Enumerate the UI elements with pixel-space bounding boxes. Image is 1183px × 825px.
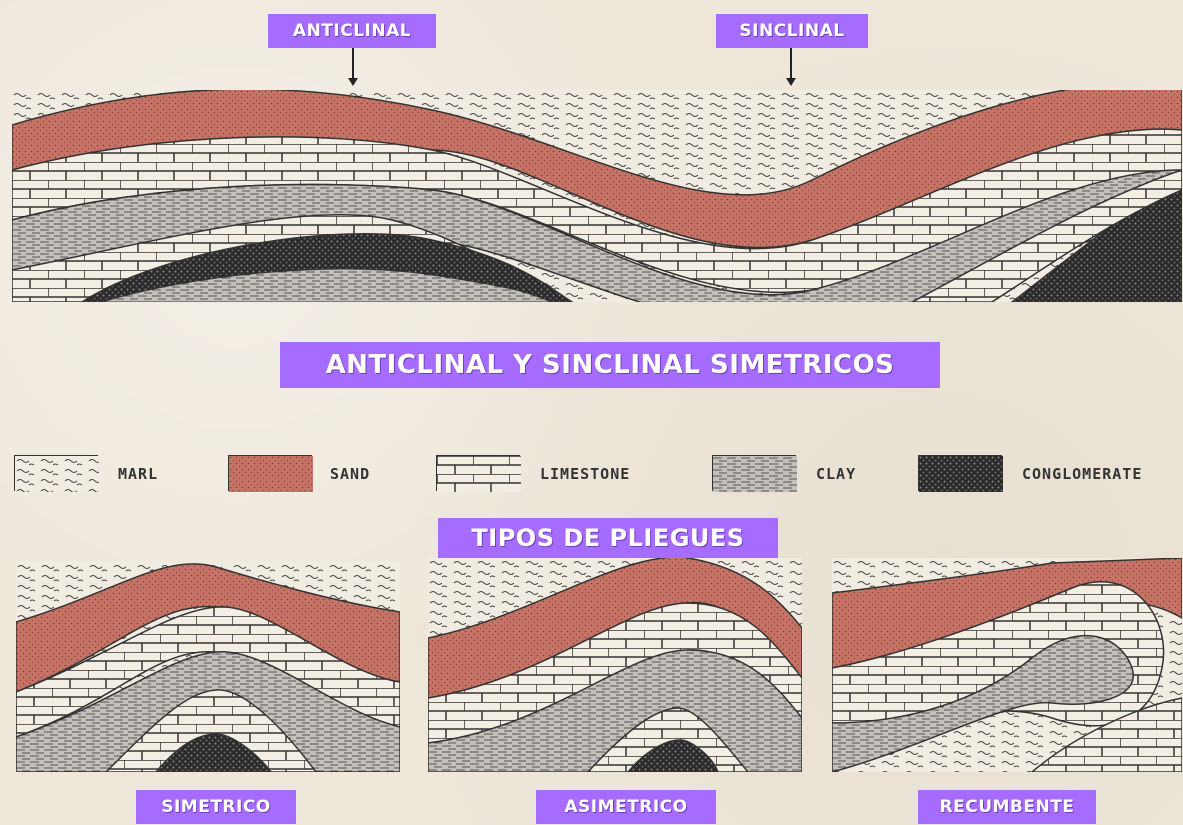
recumbent-fold-diagram bbox=[832, 558, 1182, 772]
marl-swatch bbox=[14, 455, 98, 491]
asymmetric-label: ASIMETRICO bbox=[536, 790, 716, 824]
syncline-arrow bbox=[790, 48, 792, 80]
anticline-label: ANTICLINAL bbox=[268, 14, 436, 48]
limestone-swatch bbox=[436, 455, 520, 491]
sand-swatch bbox=[228, 455, 312, 491]
legend-label-marl: MARL bbox=[118, 465, 158, 483]
conglomerate-swatch bbox=[918, 455, 1002, 491]
asymmetric-fold-diagram bbox=[428, 558, 802, 772]
main-title: ANTICLINAL Y SINCLINAL SIMETRICOS bbox=[280, 342, 940, 388]
fold-types-title: TIPOS DE PLIEGUES bbox=[438, 518, 778, 558]
anticline-arrow bbox=[352, 48, 354, 80]
legend-label-sand: SAND bbox=[330, 465, 370, 483]
clay-swatch bbox=[712, 455, 796, 491]
legend-label-limestone: LIMESTONE bbox=[540, 465, 630, 483]
anticline-syncline-cross-section bbox=[12, 90, 1182, 302]
symmetric-fold-diagram bbox=[16, 562, 400, 772]
legend-label-conglomerate: CONGLOMERATE bbox=[1022, 465, 1142, 483]
syncline-label: SINCLINAL bbox=[716, 14, 868, 48]
recumbent-label: RECUMBENTE bbox=[918, 790, 1096, 824]
legend-label-clay: CLAY bbox=[816, 465, 856, 483]
symmetric-label: SIMETRICO bbox=[136, 790, 296, 824]
